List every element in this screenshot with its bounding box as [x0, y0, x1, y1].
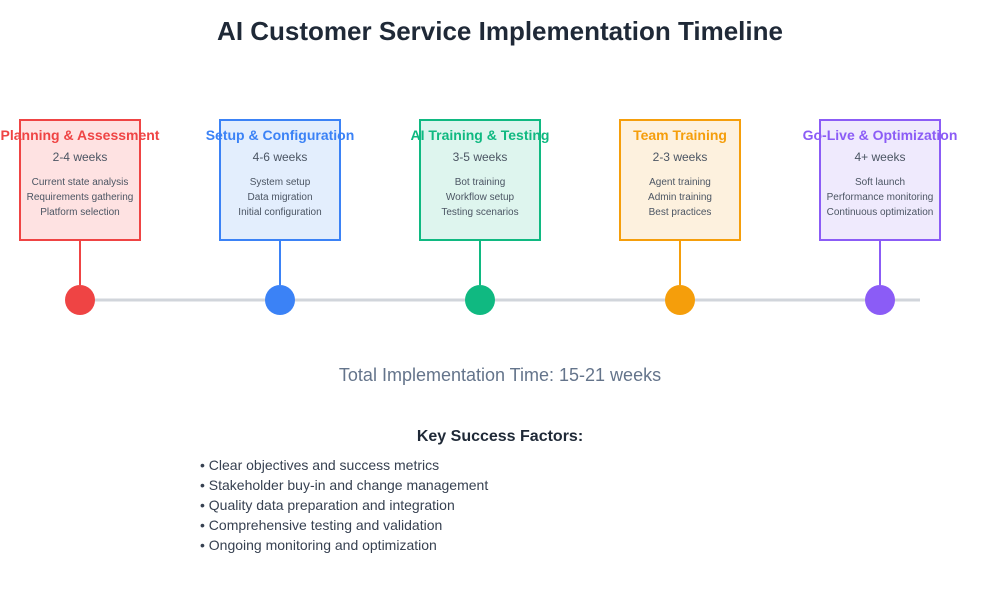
phase-box [819, 119, 941, 241]
phase-task: Best practices [649, 207, 712, 218]
phase-box [619, 119, 741, 241]
phase-task: Testing scenarios [441, 207, 518, 218]
phase-marker [865, 285, 895, 315]
success-factor: • Clear objectives and success metrics [200, 457, 439, 473]
phase-task: Bot training [455, 177, 506, 188]
phase-marker [65, 285, 95, 315]
phase-task: Continuous optimization [827, 207, 934, 218]
phase-name: Go-Live & Optimization [803, 127, 958, 143]
phase-task: Performance monitoring [827, 192, 934, 203]
phase-name: AI Training & Testing [411, 127, 550, 143]
total-time: Total Implementation Time: 15-21 weeks [339, 365, 661, 385]
phase-name: Planning & Assessment [1, 127, 160, 143]
phase-box [219, 119, 341, 241]
phase-task: Platform selection [40, 207, 119, 218]
phase-marker [465, 285, 495, 315]
phase-box [419, 119, 541, 241]
phase-duration: 2-3 weeks [653, 150, 708, 164]
phase-task: Initial configuration [238, 207, 321, 218]
phase-task: Data migration [247, 192, 312, 203]
phase-task: System setup [250, 177, 311, 188]
phase-task: Current state analysis [32, 177, 129, 188]
phase-name: Setup & Configuration [206, 127, 355, 143]
phase-marker [665, 285, 695, 315]
phase-duration: 4-6 weeks [253, 150, 308, 164]
phase-task: Agent training [649, 177, 711, 188]
phase-task: Admin training [648, 192, 712, 203]
phase-task: Requirements gathering [27, 192, 134, 203]
success-factor: • Stakeholder buy-in and change manageme… [200, 477, 488, 493]
success-factor: • Ongoing monitoring and optimization [200, 537, 437, 553]
factors-title: Key Success Factors: [417, 428, 583, 445]
phase-duration: 4+ weeks [854, 150, 905, 164]
diagram-title: AI Customer Service Implementation Timel… [217, 16, 783, 46]
success-factor: • Quality data preparation and integrati… [200, 497, 455, 513]
success-factor: • Comprehensive testing and validation [200, 517, 442, 533]
phase-duration: 2-4 weeks [53, 150, 108, 164]
phase-task: Soft launch [855, 177, 905, 188]
phase-name: Team Training [633, 127, 727, 143]
phase-marker [265, 285, 295, 315]
phase-duration: 3-5 weeks [453, 150, 508, 164]
phase-task: Workflow setup [446, 192, 515, 203]
